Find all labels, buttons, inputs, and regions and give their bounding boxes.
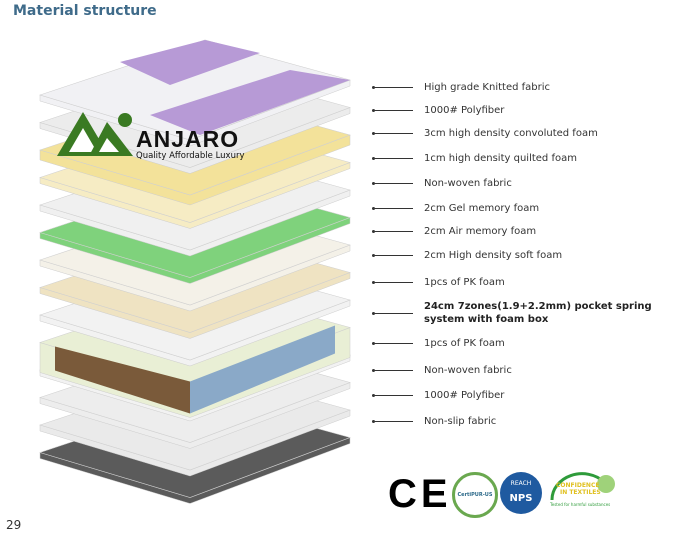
leader-line [375, 109, 413, 111]
leader-dot [372, 108, 375, 112]
leader-line [375, 342, 413, 344]
layer-label-text: 2cm Gel memory foam [424, 202, 540, 214]
leader-line [375, 86, 413, 88]
leader-dot [372, 393, 375, 397]
layer-label-text: 2cm High density soft foam [424, 249, 563, 261]
leader-line [375, 254, 413, 256]
layer-label: 1000# Polyfiber [372, 388, 504, 402]
brand-tagline: Quality Affordable Luxury [136, 151, 245, 161]
layer-label: 1pcs of PK foam [372, 336, 505, 350]
leader-dot [372, 85, 375, 89]
layer-label-text: Non-woven fabric [424, 177, 512, 189]
layer-label-text: 1cm high density quilted foam [424, 152, 577, 164]
page-number: 29 [6, 518, 22, 532]
leader-line [375, 132, 413, 134]
leader-line [375, 312, 413, 314]
certipur-badge: CertiPUR-US [452, 472, 498, 518]
leader-line [375, 182, 413, 184]
leader-dot [372, 156, 375, 160]
layer-label-text: Non-slip fabric [424, 415, 497, 427]
leader-line [375, 420, 413, 422]
layer-label-text: Non-woven fabric [424, 364, 512, 376]
leader-dot [372, 419, 375, 423]
layer-label: Non-woven fabric [372, 176, 512, 190]
ce-mark: CE [388, 472, 452, 516]
leader-dot [372, 368, 375, 372]
leader-line [375, 230, 413, 232]
layer-label: 3cm high density convoluted foam [372, 126, 598, 140]
page-title: Material structure [13, 3, 157, 19]
layer-label: 1000# Polyfiber [372, 103, 504, 117]
layer-label: Non-slip fabric [372, 414, 496, 428]
layer-label-text: 24cm 7zones(1.9+2.2mm) pocket spring sys… [424, 301, 652, 325]
leader-line [375, 281, 413, 283]
brand-logo: ANJARO Quality Affordable Luxury [55, 108, 245, 162]
mattress-layer-stack [39, 39, 351, 504]
layer-label: 24cm 7zones(1.9+2.2mm) pocket spring sys… [372, 301, 654, 325]
oeko-tex-badge: CONFIDENCE IN TEXTILES Tested for harmfu… [548, 472, 618, 516]
leader-dot [372, 341, 375, 345]
leader-dot [372, 229, 375, 233]
leader-line [375, 369, 413, 371]
leader-dot [372, 131, 375, 135]
leader-dot [372, 253, 375, 257]
leader-line [375, 157, 413, 159]
layer-label-text: 1pcs of PK foam [424, 337, 505, 349]
layer-label: 1pcs of PK foam [372, 275, 505, 289]
layer-label-text: 2cm Air memory foam [424, 225, 537, 237]
layer-label: 2cm High density soft foam [372, 248, 562, 262]
layer-label: 1cm high density quilted foam [372, 151, 577, 165]
mountain-logo-icon [57, 112, 133, 156]
leader-dot [372, 280, 375, 284]
layer-label: High grade Knitted fabric [372, 80, 550, 94]
reach-badge: REACH NPS [500, 472, 542, 514]
leader-dot [372, 311, 375, 315]
layer-label-text: 1pcs of PK foam [424, 276, 505, 288]
layer-1 [39, 39, 351, 147]
leader-dot [372, 181, 375, 185]
layer-label: 2cm Gel memory foam [372, 201, 539, 215]
leader-line [375, 394, 413, 396]
layer-label-text: 3cm high density convoluted foam [424, 127, 598, 139]
layer-label: 2cm Air memory foam [372, 224, 536, 238]
layer-label: Non-woven fabric [372, 363, 512, 377]
layer-label-text: 1000# Polyfiber [424, 104, 505, 116]
leader-dot [372, 206, 375, 210]
leader-line [375, 207, 413, 209]
brand-name: ANJARO [136, 126, 240, 152]
layer-label-text: 1000# Polyfiber [424, 389, 505, 401]
layer-label-text: High grade Knitted fabric [424, 81, 551, 93]
